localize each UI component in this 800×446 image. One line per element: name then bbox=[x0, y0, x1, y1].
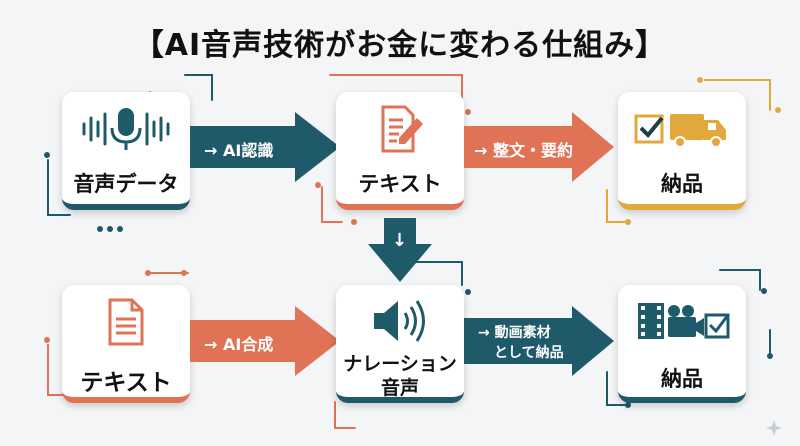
card-label: 音声データ bbox=[73, 172, 179, 196]
arrow-down-glyph: ↓ bbox=[392, 230, 408, 251]
arrow-label: → AI合成 bbox=[204, 335, 274, 354]
speaker-icon bbox=[336, 297, 464, 345]
card-audio-data: 音声データ bbox=[62, 92, 190, 210]
card-label: 納品 bbox=[661, 172, 703, 196]
card-label-line1: ナレーション bbox=[343, 353, 457, 375]
card-label: テキスト bbox=[80, 370, 172, 396]
arrow-label-line1: → 動画素材 bbox=[478, 325, 551, 341]
card-label-line2: 音声 bbox=[380, 377, 419, 399]
arrow-down: ↓ bbox=[368, 218, 432, 282]
card-narration-audio: ナレーション 音声 bbox=[336, 285, 464, 403]
card-delivery: 納品 bbox=[618, 92, 746, 210]
arrow-ai-synthesis: → AI合成 bbox=[190, 306, 340, 376]
page-title: 【AI音声技術がお金に変わる仕組み】 bbox=[133, 28, 667, 63]
arrow-label: → AI認識 bbox=[204, 141, 274, 160]
card-label: 納品 bbox=[661, 367, 703, 391]
arrow-formatting-summary: → 整文・要約 bbox=[464, 112, 614, 182]
card-label: テキスト bbox=[358, 172, 442, 196]
document-pencil-icon bbox=[336, 104, 464, 153]
waveform-microphone-icon bbox=[62, 104, 190, 152]
card-text-source: テキスト bbox=[62, 285, 190, 403]
arrow-video-material: → 動画素材 として納品 bbox=[464, 306, 614, 376]
arrow-ai-recognition: → AI認識 bbox=[190, 112, 340, 182]
card-text: テキスト bbox=[336, 92, 464, 210]
sparkle-icon bbox=[766, 420, 782, 436]
card-delivery-video: 納品 bbox=[618, 285, 746, 403]
film-camera-checkbox-icon bbox=[618, 297, 746, 345]
document-icon bbox=[62, 297, 190, 346]
arrow-label-line2: として納品 bbox=[494, 345, 564, 361]
arrow-label: → 整文・要約 bbox=[474, 141, 573, 160]
checkbox-truck-icon bbox=[618, 104, 746, 152]
